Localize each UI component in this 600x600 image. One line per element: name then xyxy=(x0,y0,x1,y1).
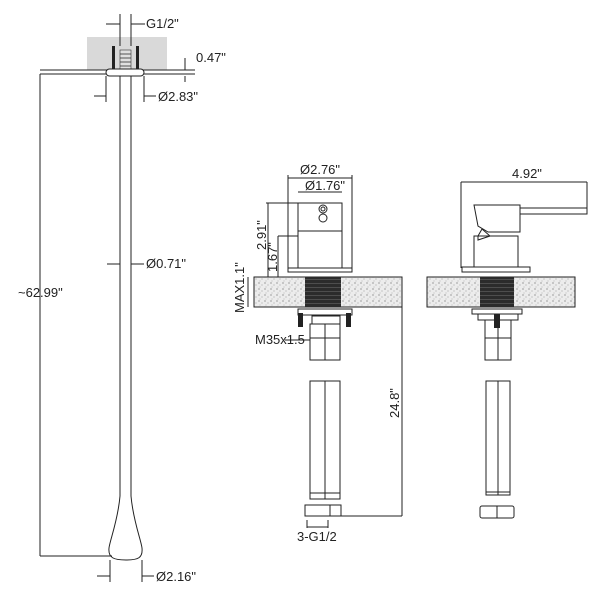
label-hose-length: 24.8" xyxy=(387,388,402,418)
valve-front-view xyxy=(247,175,403,528)
label-max-deck: MAX1.1" xyxy=(232,262,247,313)
label-length: ~62.99" xyxy=(18,285,63,300)
label-thread-m35: M35x1.5 xyxy=(255,332,305,347)
label-handle-dia: Ø1.76" xyxy=(305,178,345,193)
label-flange-height: 0.47" xyxy=(196,50,226,65)
label-height-lower: 1.67" xyxy=(265,242,280,272)
label-hose-thread: 3-G1/2 xyxy=(297,529,337,544)
shower-arm-view xyxy=(39,14,195,582)
label-thread: G1/2" xyxy=(146,16,179,31)
label-flange-dia: Ø2.83" xyxy=(158,89,198,104)
label-body-dia: Ø2.76" xyxy=(300,162,340,177)
label-head-dia: Ø2.16" xyxy=(156,569,196,584)
label-height-total: 2.91" xyxy=(254,220,269,250)
label-reach: 4.92" xyxy=(512,166,542,181)
label-pipe-dia: Ø0.71" xyxy=(146,256,186,271)
valve-side-view xyxy=(426,181,588,519)
